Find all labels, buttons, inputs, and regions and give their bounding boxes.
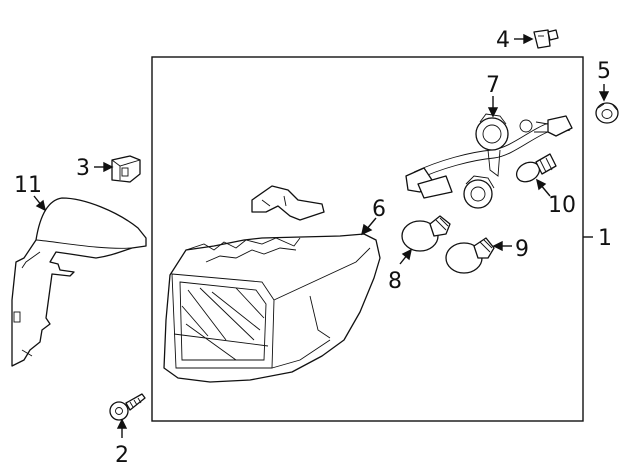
callout-2: 2 bbox=[115, 443, 129, 468]
socket-wire-harness-part bbox=[405, 113, 573, 209]
clip-part bbox=[533, 29, 559, 49]
assembly-box bbox=[151, 56, 593, 422]
bulb-9-part bbox=[445, 237, 495, 274]
leader-lines bbox=[33, 33, 610, 438]
side-cover-bracket-part bbox=[11, 197, 147, 367]
callout-4: 4 bbox=[496, 28, 510, 53]
screw-part bbox=[109, 393, 146, 421]
callout-5: 5 bbox=[597, 59, 611, 84]
grommet-nut-part bbox=[595, 102, 619, 124]
lamp-housing-part bbox=[163, 185, 381, 383]
callout-1: 1 bbox=[598, 226, 612, 251]
callout-11: 11 bbox=[14, 173, 42, 198]
callout-3: 3 bbox=[76, 156, 90, 181]
small-bulb-part bbox=[515, 153, 557, 183]
callout-6: 6 bbox=[372, 197, 386, 222]
callout-labels: 1 2 3 4 5 6 7 8 9 10 11 bbox=[14, 28, 612, 468]
callout-7: 7 bbox=[486, 73, 500, 98]
connector-part bbox=[111, 155, 141, 183]
callout-10: 10 bbox=[548, 193, 576, 218]
bulb-8-part bbox=[401, 215, 451, 252]
callout-9: 9 bbox=[515, 237, 529, 262]
callout-8: 8 bbox=[388, 269, 402, 294]
